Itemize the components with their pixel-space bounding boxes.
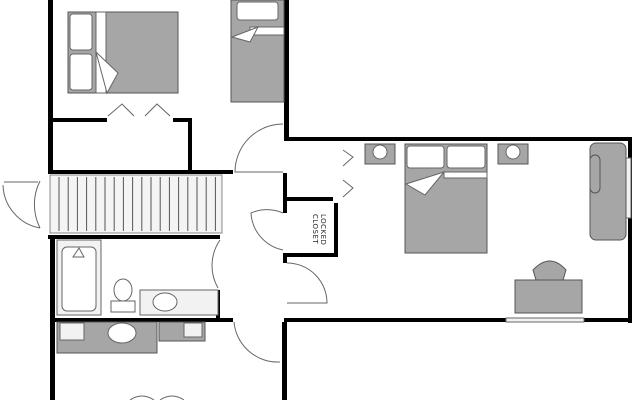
wall-bath-bottom [55, 318, 233, 322]
bed-sheet-fold [230, 26, 260, 43]
bedroom-door[interactable] [286, 262, 328, 304]
counter-drawer [183, 322, 203, 338]
bifold-door[interactable] [342, 149, 354, 167]
main-bedroom [342, 142, 627, 314]
wall-bedroom-bottom-left [284, 318, 506, 322]
sink [152, 292, 178, 312]
wall-top-middle [284, 0, 289, 140]
closet-label-line2: CLOSET [311, 214, 319, 244]
sofa-arm [589, 154, 601, 194]
staircase[interactable] [49, 174, 223, 234]
wall-top-left [48, 0, 53, 173]
pillow [69, 13, 93, 51]
wall-hall-right-1 [283, 173, 287, 213]
lamp-icon [372, 144, 388, 160]
bed-sheet-fold [95, 50, 119, 95]
toilet-tank [110, 300, 136, 313]
lamp-icon [505, 144, 521, 160]
wall-closet-right [173, 118, 192, 122]
faucet-icon [72, 247, 85, 258]
tub-basin [61, 246, 97, 312]
wall-lower-right [282, 322, 287, 400]
desk [514, 279, 583, 314]
vanity [139, 289, 219, 316]
wall-bath-left [50, 235, 55, 400]
chair [532, 260, 567, 281]
pillow [446, 145, 486, 169]
bath-door[interactable] [211, 239, 221, 289]
toilet [113, 278, 133, 302]
wall-bath-top [48, 235, 220, 239]
wall-closet-left [50, 118, 107, 122]
lower-door[interactable] [233, 321, 281, 363]
bifold-door[interactable] [107, 103, 135, 117]
bathroom [56, 239, 219, 354]
wall-closet-top [285, 197, 333, 201]
pillow [69, 53, 93, 91]
bifold-door[interactable] [144, 103, 171, 117]
pillow [406, 145, 445, 169]
wall-closet-bottom [283, 253, 338, 257]
closet-door[interactable] [250, 209, 284, 251]
entry-door[interactable] [2, 180, 41, 229]
wall-hall-right-2 [283, 253, 287, 263]
bed-sheet-fold [404, 171, 446, 196]
wall-closet-side [188, 118, 192, 173]
door-swing[interactable] [234, 123, 284, 173]
wall-bedroom-right [628, 137, 632, 323]
wall-closet-east [334, 203, 338, 257]
counter-drawer [59, 322, 85, 341]
bed-sheet [443, 171, 488, 179]
stairs-outline [49, 174, 223, 234]
wall-bedroom-bottom-right [584, 318, 632, 322]
window-right [625, 157, 632, 219]
chairs [129, 395, 185, 400]
bifold-door[interactable] [342, 179, 354, 198]
walls [48, 0, 632, 400]
sink [107, 322, 137, 344]
closet-label-line1: LOCKED [319, 214, 327, 245]
window-bottom [505, 317, 585, 323]
top-bedroom [67, 0, 285, 173]
wall-above-stairs [48, 170, 233, 174]
pillow [236, 1, 279, 21]
wall-bedroom-top [284, 137, 632, 141]
